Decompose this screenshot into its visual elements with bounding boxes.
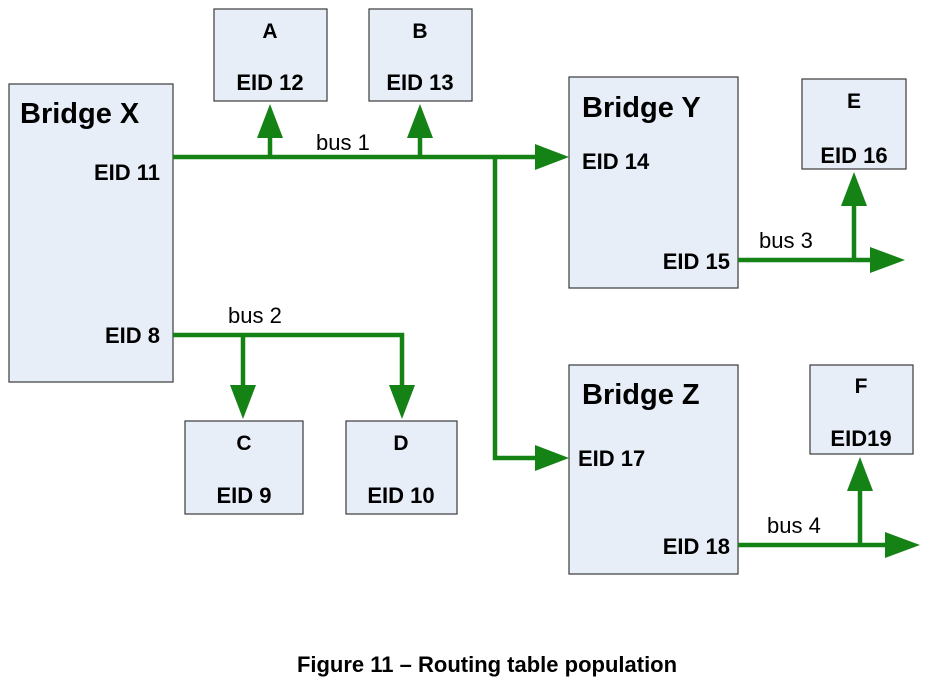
node-e-eid: EID 16: [820, 143, 887, 168]
bus-4: bus 4: [738, 457, 920, 558]
node-b: B EID 13: [368, 8, 473, 102]
node-c-box: [184, 420, 304, 515]
bus-4-label: bus 4: [767, 513, 821, 538]
bus-3-label: bus 3: [759, 228, 813, 253]
bridge-z-title: Bridge Z: [582, 379, 700, 411]
node-e: E EID 16: [801, 78, 907, 170]
node-a-eid: EID 12: [236, 70, 303, 95]
arrow-to-node-d: [389, 385, 415, 419]
node-d-eid: EID 10: [367, 483, 434, 508]
bridge-x-port-eid11: EID 11: [94, 160, 160, 185]
bridge-x-port-eid8: EID 8: [105, 323, 160, 348]
bus-2: bus 2: [173, 303, 415, 419]
node-d-label: D: [393, 432, 408, 455]
bus-2-label: bus 2: [228, 303, 282, 328]
bridge-y-port-eid14: EID 14: [582, 149, 650, 174]
node-a: A EID 12: [213, 8, 328, 102]
bridge-x-title: Bridge X: [20, 98, 140, 130]
node-b-label: B: [412, 20, 427, 43]
bus-3: bus 3: [738, 172, 905, 273]
node-e-label: E: [847, 90, 861, 113]
figure-caption: Figure 11 – Routing table population: [297, 652, 677, 677]
node-a-label: A: [262, 20, 277, 43]
bridge-z: Bridge Z EID 17 EID 18: [568, 364, 739, 575]
arrow-to-node-a: [257, 104, 283, 138]
bus-2-main-line: [173, 332, 405, 385]
arrow-to-node-f: [847, 457, 873, 491]
arrow-bus-3-end: [870, 247, 905, 273]
bus-1-branch-z: [492, 157, 535, 461]
node-b-eid: EID 13: [386, 70, 453, 95]
node-c: C EID 9: [184, 420, 304, 515]
bridge-y: Bridge Y EID 14 EID 15: [568, 76, 739, 289]
bridge-y-port-eid15: EID 15: [663, 249, 730, 274]
node-c-eid: EID 9: [216, 483, 271, 508]
bridge-z-port-eid17: EID 17: [578, 446, 645, 471]
arrow-bus-4-end: [885, 532, 920, 558]
node-c-label: C: [236, 432, 251, 455]
node-f: F EID19: [809, 364, 914, 455]
node-e-box: [801, 78, 907, 170]
node-f-eid: EID19: [830, 426, 891, 451]
node-f-box: [809, 364, 914, 455]
arrow-to-bridge-y: [535, 144, 569, 170]
bridge-y-box: [568, 76, 739, 289]
bridge-x-box: [8, 83, 174, 383]
arrow-to-node-b: [407, 104, 433, 138]
bridge-z-box: [568, 364, 739, 575]
bridge-x: Bridge X EID 11 EID 8: [8, 83, 174, 383]
arrow-to-node-c: [230, 385, 256, 419]
arrow-to-bridge-z: [535, 445, 569, 471]
node-f-label: F: [855, 375, 868, 398]
node-d-box: [345, 420, 458, 515]
node-d: D EID 10: [345, 420, 458, 515]
bridge-y-title: Bridge Y: [582, 92, 701, 124]
bridge-z-port-eid18: EID 18: [663, 534, 730, 559]
node-b-box: [368, 8, 473, 102]
bus-1-label: bus 1: [316, 130, 370, 155]
bus-1: bus 1: [173, 104, 569, 471]
node-a-box: [213, 8, 328, 102]
arrow-to-node-e: [841, 172, 867, 206]
